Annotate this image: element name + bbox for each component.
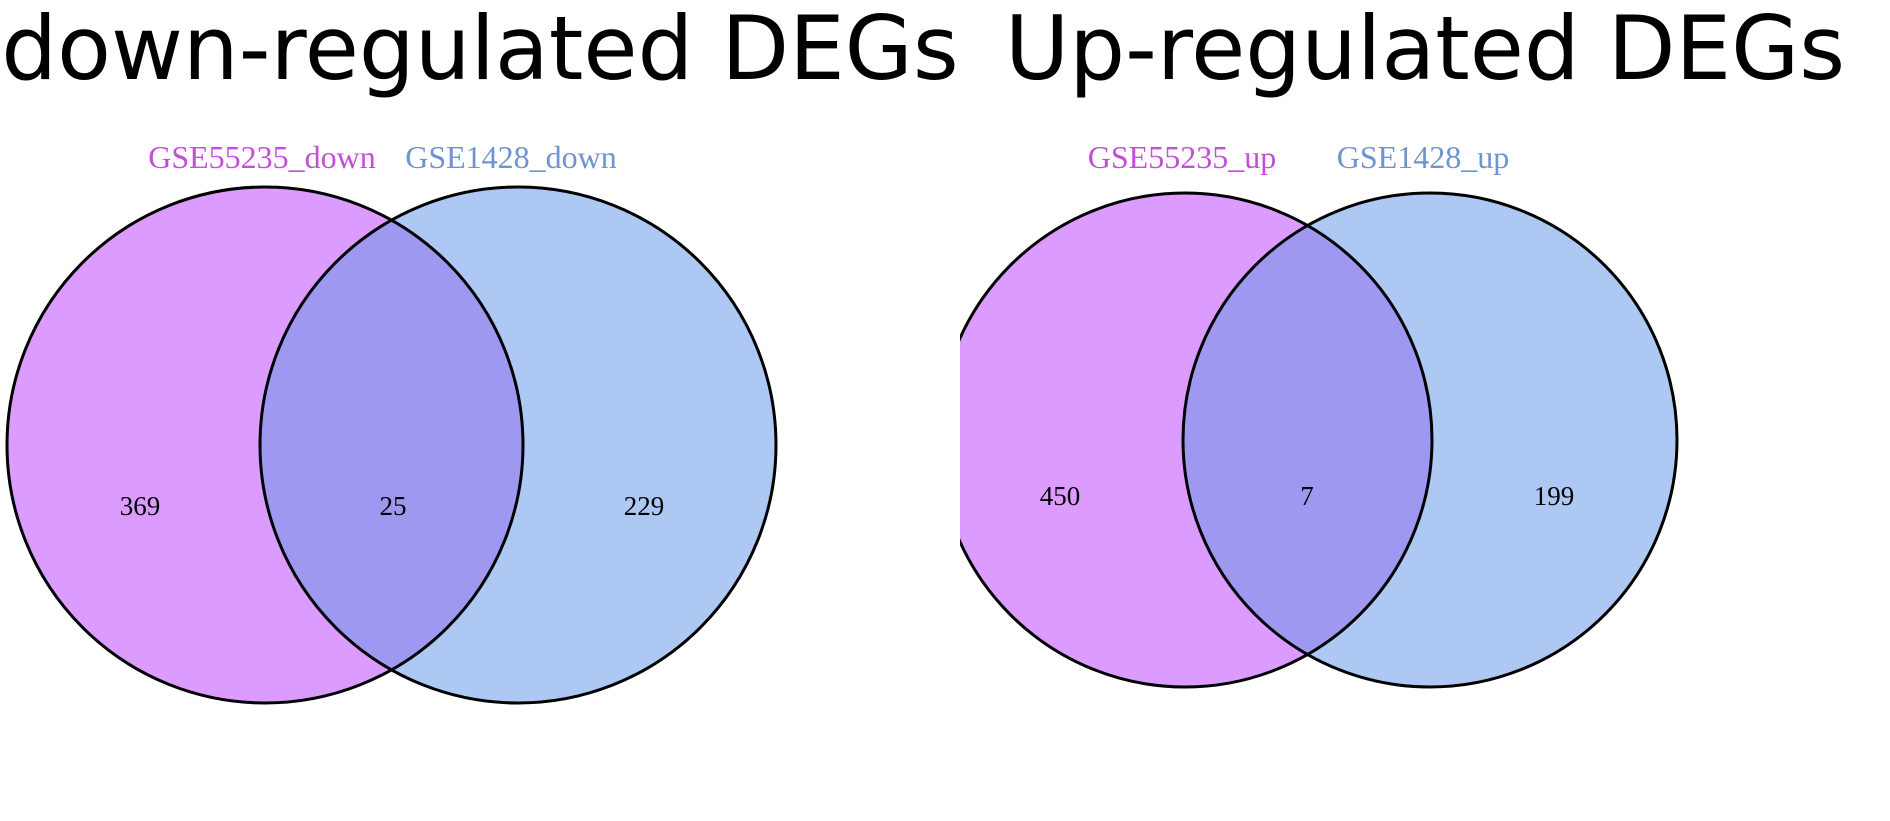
only-a-count: 450 (1040, 481, 1081, 511)
venn-panel-up: Up-regulated DEGs GSE55235_up GSE1428_up… (960, 0, 1890, 821)
set-a-label: GSE55235_down (148, 139, 376, 175)
set-b-outline (1181, 191, 1679, 689)
set-b-outline (258, 185, 778, 705)
only-b-count: 229 (624, 491, 665, 521)
set-a-outline (960, 191, 1434, 689)
overlap-region (1183, 193, 1432, 687)
only-a-count: 369 (120, 491, 161, 521)
venn-diagram: GSE55235_down GSE1428_down 369 25 229 (5, 139, 778, 705)
venn-title: down-regulated DEGs (1, 0, 959, 100)
venn-diagram: GSE55235_up GSE1428_up 450 7 199 (960, 139, 1679, 689)
set-b-label: GSE1428_down (405, 139, 617, 175)
overlap-count: 25 (380, 491, 407, 521)
set-a-outline (5, 185, 525, 705)
venn-panel-down: down-regulated DEGs GSE55235_down GSE142… (1, 0, 959, 705)
set-b-label: GSE1428_up (1337, 139, 1509, 175)
set-a-label: GSE55235_up (1088, 139, 1276, 175)
overlap-count: 7 (1300, 481, 1314, 511)
overlap-region (260, 187, 523, 703)
venn-title: Up-regulated DEGs (1004, 0, 1846, 100)
only-b-count: 199 (1534, 481, 1575, 511)
